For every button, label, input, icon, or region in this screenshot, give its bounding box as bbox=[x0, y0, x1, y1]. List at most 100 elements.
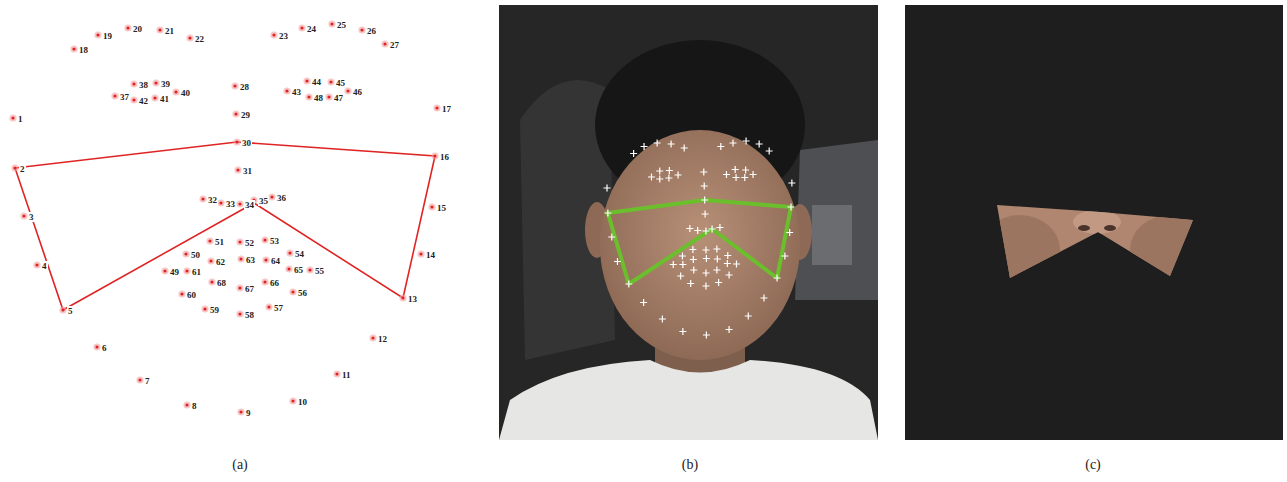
dot-glow bbox=[265, 303, 272, 310]
dot-glow bbox=[237, 408, 244, 415]
panel-label: (b) bbox=[682, 457, 698, 473]
landmark-dots bbox=[9, 20, 440, 415]
landmark-number: 12 bbox=[377, 334, 388, 344]
landmark-cross bbox=[679, 328, 686, 335]
landmark-cross bbox=[742, 167, 749, 174]
landmark-dot bbox=[237, 255, 244, 262]
dot bbox=[11, 116, 14, 119]
dot-glow bbox=[236, 200, 243, 207]
landmark-number: 38 bbox=[138, 80, 149, 90]
landmark-dot bbox=[325, 93, 332, 100]
dot-glow bbox=[217, 199, 224, 206]
dot bbox=[154, 81, 157, 84]
landmark-cross bbox=[648, 174, 655, 181]
dot-glow bbox=[237, 255, 244, 262]
panel-label: (a) bbox=[232, 457, 248, 473]
dot-glow bbox=[298, 24, 305, 31]
landmark-dot bbox=[186, 34, 193, 41]
dot bbox=[335, 372, 338, 375]
landmark-dot bbox=[152, 79, 159, 86]
landmark-cross bbox=[741, 174, 748, 181]
landmark-number: 14 bbox=[425, 250, 436, 260]
dot-glow bbox=[236, 284, 243, 291]
dot bbox=[272, 33, 275, 36]
face bbox=[600, 130, 800, 360]
dot bbox=[174, 90, 177, 93]
landmark-cross bbox=[681, 145, 688, 152]
landmark-dot bbox=[33, 261, 40, 268]
dot-glow bbox=[233, 138, 240, 145]
dot-glow bbox=[207, 257, 214, 264]
landmark-number: 36 bbox=[276, 193, 287, 203]
landmark-cross bbox=[690, 267, 697, 274]
dot-glow bbox=[270, 31, 277, 38]
landmark-dot bbox=[183, 267, 190, 274]
landmark-number: 48 bbox=[313, 93, 324, 103]
landmark-number: 28 bbox=[239, 82, 250, 92]
panel-label: (c) bbox=[1085, 457, 1101, 473]
landmark-number: 52 bbox=[244, 238, 255, 248]
cheek-shade bbox=[980, 215, 1060, 285]
dot bbox=[291, 399, 294, 402]
dot-glow bbox=[283, 87, 290, 94]
window-object bbox=[812, 205, 852, 265]
landmark-number: 68 bbox=[216, 278, 227, 288]
dot-glow bbox=[358, 26, 365, 33]
dot-glow bbox=[199, 195, 206, 202]
dot-glow bbox=[9, 114, 16, 121]
landmark-cross bbox=[625, 281, 632, 288]
landmark-cross bbox=[716, 224, 723, 231]
landmark-cross bbox=[788, 180, 795, 187]
dot bbox=[433, 154, 436, 157]
landmark-number: 67 bbox=[244, 284, 255, 294]
landmark-dot bbox=[199, 195, 206, 202]
dot-glow bbox=[236, 238, 243, 245]
dot-glow bbox=[172, 88, 179, 95]
landmark-number: 49 bbox=[169, 267, 180, 277]
landmark-cross bbox=[760, 295, 767, 302]
landmark-dot bbox=[261, 236, 268, 243]
landmark-number: 66 bbox=[269, 278, 280, 288]
dot-glow bbox=[399, 294, 406, 301]
dot-glow bbox=[178, 290, 185, 297]
landmark-number: 37 bbox=[119, 92, 130, 102]
landmark-dot bbox=[285, 265, 292, 272]
dot bbox=[308, 268, 311, 271]
landmark-number: 2 bbox=[19, 164, 26, 174]
dot-glow bbox=[286, 249, 293, 256]
landmark-number: 24 bbox=[306, 24, 317, 34]
landmark-dot bbox=[70, 45, 77, 52]
landmark-cross bbox=[654, 140, 661, 147]
landmark-dot bbox=[236, 310, 243, 317]
landmark-dot bbox=[298, 24, 305, 31]
landmark-dot bbox=[270, 31, 277, 38]
landmark-number: 6 bbox=[101, 343, 108, 353]
landmark-dot bbox=[358, 26, 365, 33]
landmark-cross bbox=[630, 150, 637, 157]
landmark-dot bbox=[236, 284, 243, 291]
landmark-number: 59 bbox=[209, 305, 220, 315]
landmark-cross bbox=[656, 168, 663, 175]
landmark-number: 45 bbox=[335, 78, 346, 88]
landmark-cross bbox=[690, 256, 697, 263]
dot bbox=[329, 80, 332, 83]
landmark-dot bbox=[286, 249, 293, 256]
dot bbox=[264, 258, 267, 261]
landmark-dot bbox=[208, 278, 215, 285]
landmark-dot bbox=[151, 94, 158, 101]
dot bbox=[238, 202, 241, 205]
dot bbox=[61, 308, 64, 311]
landmark-number: 29 bbox=[240, 110, 251, 120]
dot-glow bbox=[33, 261, 40, 268]
landmark-number: 8 bbox=[191, 401, 198, 411]
dot bbox=[383, 42, 386, 45]
landmark-cross bbox=[665, 175, 672, 182]
landmark-cross bbox=[679, 253, 686, 260]
landmark-cross bbox=[733, 174, 740, 181]
landmark-dot bbox=[236, 200, 243, 207]
landmark-cross bbox=[702, 270, 709, 277]
landmark-cross bbox=[640, 299, 647, 306]
dot-glow bbox=[268, 193, 275, 200]
landmark-cross bbox=[641, 143, 648, 150]
